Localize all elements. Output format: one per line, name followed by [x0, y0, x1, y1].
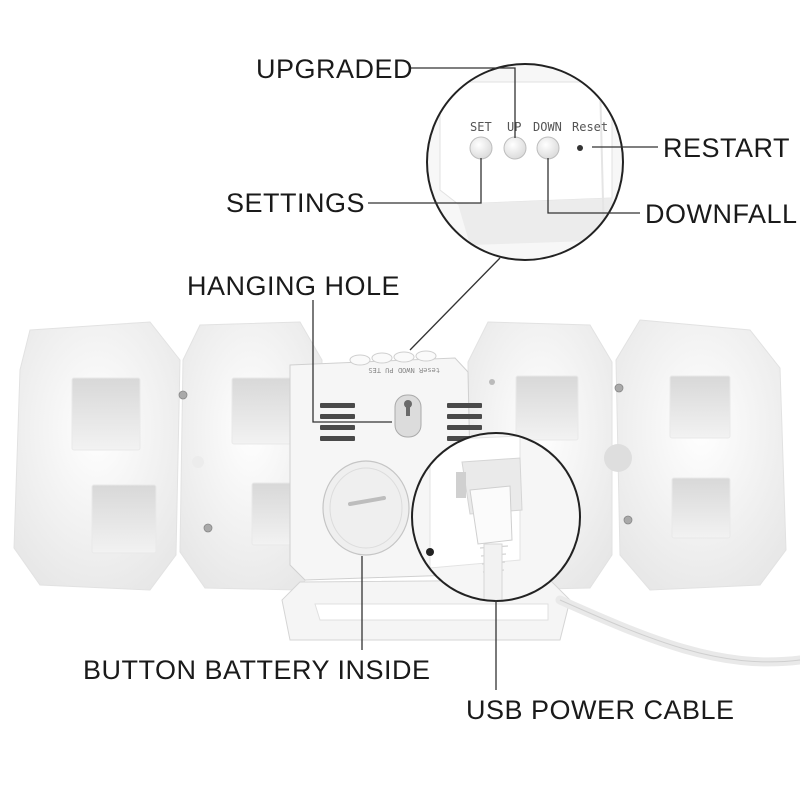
- battery-cover: [322, 460, 410, 556]
- set-button: [469, 136, 493, 160]
- hanging-hole-callout: HANGING HOLE: [187, 271, 401, 301]
- reset-pinhole: [577, 145, 583, 151]
- down-button: [536, 136, 560, 160]
- back-panel-button-text: teseR NWOD PU TES: [368, 366, 440, 374]
- upgraded-callout: UPGRADED: [256, 54, 414, 84]
- usb-cable-callout: USB POWER CABLE: [466, 695, 735, 725]
- usb-zoom-bubble: [411, 432, 581, 602]
- digit-frame-4: [615, 319, 787, 591]
- led-clock-body: teseR NWOD PU TES: [13, 319, 800, 667]
- up-button-label: UP: [507, 120, 521, 134]
- leader-lines: [312, 67, 658, 690]
- reset-button-label: Reset: [572, 120, 608, 134]
- up-button: [503, 136, 527, 160]
- panel-screw: [489, 379, 495, 385]
- hanging-hole: [394, 394, 422, 438]
- back-panel-button-ridge: [349, 350, 437, 366]
- usb-cable-body: [555, 595, 800, 667]
- restart-callout: RESTART: [663, 133, 791, 163]
- battery-callout: BUTTON BATTERY INSIDE: [83, 655, 431, 685]
- settings-callout: SETTINGS: [226, 188, 366, 218]
- screws: [178, 383, 633, 533]
- light-sensor: [604, 444, 632, 472]
- digit-windows: [71, 375, 731, 554]
- set-button-label: SET: [470, 120, 492, 134]
- down-button-label: DOWN: [533, 120, 562, 134]
- buttons-zoom-bubble: SET UP DOWN Reset: [426, 63, 624, 261]
- downfall-callout: DOWNFALL: [645, 199, 798, 229]
- ir-sensor: [192, 456, 204, 468]
